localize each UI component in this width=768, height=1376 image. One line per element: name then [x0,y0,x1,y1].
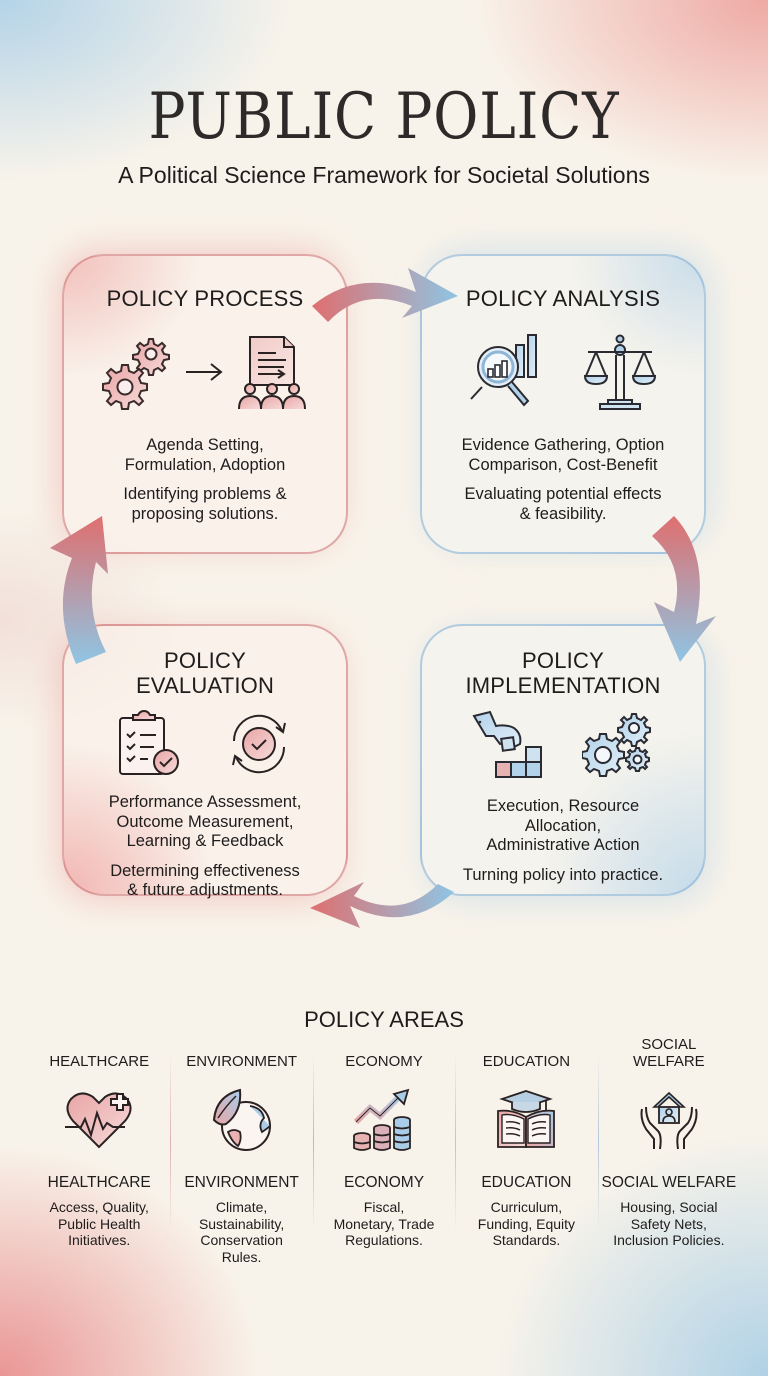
area-label: ECONOMY [343,1174,425,1191]
area-desc-line: Funding, Equity [477,1215,576,1232]
desc-line: Evaluating potential effects [464,485,662,503]
cycle-arrow-left-icon [310,882,454,928]
area-label: ENVIRONMENT [184,1174,299,1191]
gears-icon [581,712,654,783]
area-desc-line: Public Health [57,1215,141,1232]
scales-icon [582,334,658,417]
area-label: HEALTHCARE [47,1174,151,1191]
area-desc-line: Sustainability, [198,1215,285,1232]
card-title-line: IMPLEMENTATION [465,673,661,698]
card-title: POLICY IMPLEMENTATION [422,648,704,698]
area-desc-line: Initiatives. [68,1232,131,1248]
desc-line: proposing solutions. [131,504,279,523]
area-top-label: HEALTHCARE [49,1053,150,1070]
card-title-line: POLICY [522,648,604,673]
cycle-arrow-right-icon [312,268,458,322]
area-top-label: SOCIAL WELFARE [598,1036,740,1074]
focus-line: Outcome Measurement, [116,812,294,831]
area-desc-line: Curriculum, [490,1199,563,1215]
area-desc-line: Conservation [200,1232,283,1248]
area-top-label-line: WELFARE [632,1053,705,1070]
area-top-label: ECONOMY [345,1053,423,1070]
area-desc-line: Climate, [215,1199,268,1215]
coins-growth-icon [352,1088,416,1157]
card-policy-evaluation: POLICY EVALUATION [62,624,348,899]
card-title-line: POLICY [164,648,246,673]
page-title: PUBLIC POLICY [148,80,620,154]
area-desc-line: Safety Nets, [630,1215,707,1232]
card-policy-implementation: POLICY IMPLEMENTATION [420,624,706,896]
area-desc-line: Standards. [492,1232,561,1248]
area-top-label-line: SOCIAL [641,1036,697,1053]
clipboard-check-icon [118,709,182,783]
gears-icon [102,333,172,416]
area-desc-line: Fiscal, [363,1199,405,1215]
card-policy-analysis: POLICY ANALYSIS [420,254,706,554]
area-label: EDUCATION [481,1174,572,1191]
area-top-label: EDUCATION [482,1053,571,1070]
card-title-line: EVALUATION [135,673,275,698]
magnifier-chart-icon [468,333,548,418]
page-subtitle: A Political Science Framework for Societ… [118,162,650,188]
focus-line: Agenda Setting, [146,436,264,454]
policy-areas-title: POLICY AREAS [304,1007,464,1032]
arrow-right-icon [184,362,224,387]
focus-line: Evidence Gathering, Option [461,436,665,454]
cycle-check-icon [226,711,292,782]
area-desc-line: Access, Quality, [49,1199,149,1215]
area-education: EDUCATION EDUCATION Curriculum, Funding,… [455,1040,597,1260]
area-social-welfare: SOCIAL WELFARE SOCIAL WELFARE Housing, S… [597,1036,740,1260]
book-cap-icon [496,1089,556,1156]
focus-line: Performance Assessment, [108,793,302,811]
area-desc-line: Monetary, Trade [333,1215,435,1232]
desc-line: & future adjustments. [127,881,283,899]
policy-areas-grid: HEALTHCARE HEALTHCARE Access, Quality, P… [28,1036,740,1265]
area-economy: ECONOMY [312,1040,455,1260]
desc-line: Turning policy into practice. [462,865,664,884]
desc-line: Determining effectiveness [110,861,300,880]
focus-line: Formulation, Adoption [124,455,286,474]
area-environment: ENVIRONMENT ENVIRONMENT Climate, Sustain… [170,1040,312,1265]
area-desc-line: Regulations. [345,1232,423,1248]
area-top-label: ENVIRONMENT [186,1053,298,1070]
hand-blocks-icon [472,710,544,785]
card-title: POLICY ANALYSIS [465,286,661,311]
cycle-arrow-up-icon [50,516,108,664]
desc-line: & feasibility. [519,504,607,523]
area-healthcare: HEALTHCARE HEALTHCARE Access, Quality, P… [28,1040,170,1260]
card-title: POLICY EVALUATION [64,648,346,698]
cycle-arrow-down-icon [652,516,716,662]
hands-house-icon [638,1089,700,1156]
focus-line: Learning & Feedback [126,832,284,850]
area-desc-line: Inclusion Policies. [613,1232,725,1248]
focus-line: Comparison, Cost-Benefit [468,455,658,474]
area-label: SOCIAL WELFARE [601,1174,737,1191]
heart-pulse-icon [63,1089,135,1156]
focus-line: Allocation, [524,816,602,835]
globe-leaf-icon [210,1088,274,1157]
card-title: POLICY PROCESS [106,286,304,311]
document-people-icon [236,333,308,416]
area-desc-line: Housing, Social [620,1199,718,1215]
area-desc-line: Rules. [221,1248,262,1265]
focus-line: Execution, Resource [486,797,640,815]
focus-line: Administrative Action [486,836,640,854]
desc-line: Identifying problems & [123,485,287,503]
card-policy-process: POLICY PROCESS [62,254,348,554]
